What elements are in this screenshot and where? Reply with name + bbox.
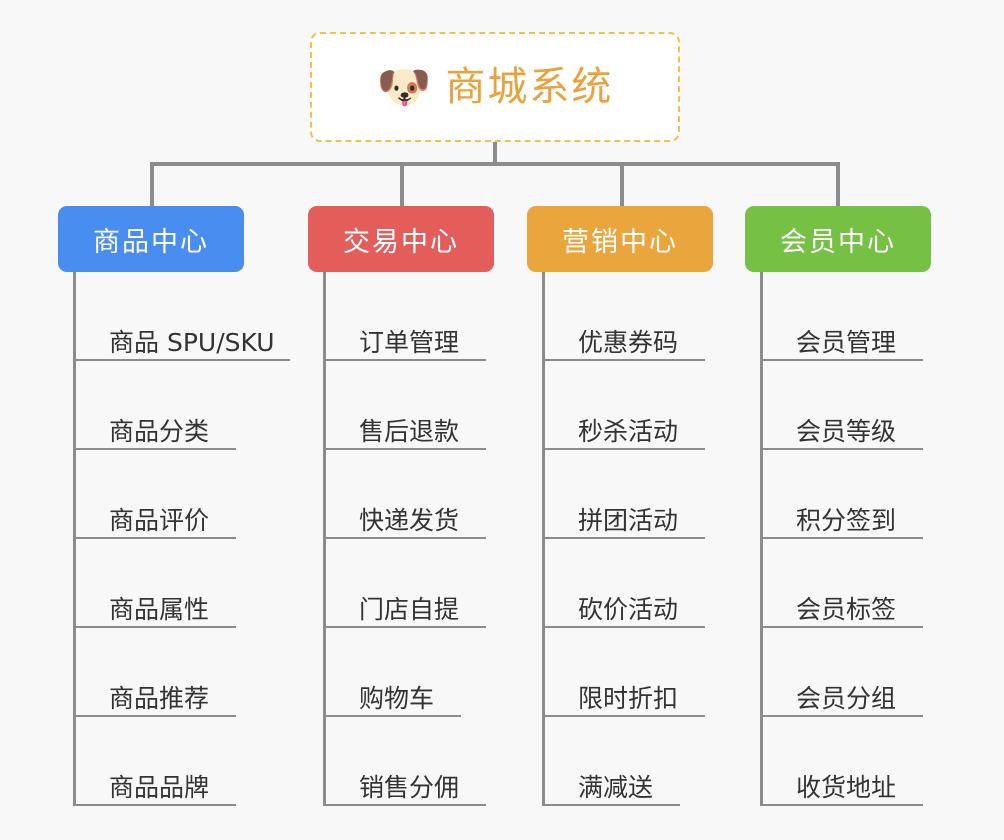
leaf-underline — [326, 359, 486, 361]
list-item[interactable]: 商品品牌 — [76, 717, 287, 806]
branch-drop-connector-4 — [836, 162, 840, 207]
leaf-label: 售后退款 — [359, 416, 460, 446]
leaf-label: 拼团活动 — [578, 505, 679, 535]
branch-bus-connector — [150, 162, 840, 166]
leaf-label: 满减送 — [578, 772, 654, 802]
leaf-label: 秒杀活动 — [578, 416, 679, 446]
list-item[interactable]: 满减送 — [545, 717, 713, 806]
list-item[interactable]: 商品属性 — [76, 539, 287, 628]
leaf-label: 积分签到 — [796, 505, 897, 535]
leaf-underline — [763, 626, 923, 628]
list-item[interactable]: 会员分组 — [763, 628, 931, 717]
leaf-label: 会员分组 — [796, 683, 897, 713]
leaf-underline — [326, 448, 486, 450]
leaf-label: 购物车 — [359, 683, 435, 713]
list-item[interactable]: 秒杀活动 — [545, 361, 713, 450]
branch-head-product-center[interactable]: 商品中心 — [58, 206, 244, 272]
leaf-underline — [545, 804, 680, 806]
list-item[interactable]: 商品推荐 — [76, 628, 287, 717]
branch-marketing-center: 营销中心 优惠券码 秒杀活动 拼团活动 砍价活动 限时折扣 — [527, 206, 713, 806]
leaf-label: 优惠券码 — [578, 327, 679, 357]
list-item[interactable]: 快递发货 — [326, 450, 494, 539]
branch-member-center: 会员中心 会员管理 会员等级 积分签到 会员标签 会员分组 — [745, 206, 931, 806]
list-item[interactable]: 收货地址 — [763, 717, 931, 806]
branch-head-trade-center[interactable]: 交易中心 — [308, 206, 494, 272]
leaf-underline — [76, 448, 236, 450]
branch-head-label: 营销中心 — [562, 226, 678, 258]
list-item[interactable]: 会员管理 — [763, 272, 931, 361]
list-item[interactable]: 销售分佣 — [326, 717, 494, 806]
leaf-label: 商品评价 — [109, 505, 210, 535]
leaf-underline — [545, 448, 705, 450]
leaf-underline — [545, 537, 705, 539]
list-item[interactable]: 积分签到 — [763, 450, 931, 539]
leaf-list-trade-center: 订单管理 售后退款 快递发货 门店自提 购物车 销售分佣 — [323, 272, 494, 806]
leaf-label: 会员等级 — [796, 416, 897, 446]
leaf-label: 订单管理 — [359, 327, 460, 357]
leaf-underline — [76, 804, 236, 806]
leaf-underline — [545, 359, 705, 361]
leaf-label: 砍价活动 — [578, 594, 679, 624]
leaf-underline — [763, 715, 923, 717]
list-item[interactable]: 商品 SPU/SKU — [76, 272, 290, 361]
leaf-underline — [326, 715, 461, 717]
leaf-underline — [763, 537, 923, 539]
list-item[interactable]: 限时折扣 — [545, 628, 713, 717]
leaf-label: 商品属性 — [109, 594, 210, 624]
branch-head-marketing-center[interactable]: 营销中心 — [527, 206, 713, 272]
leaf-label: 商品 SPU/SKU — [109, 327, 275, 357]
root-node-label: 商城系统 — [445, 64, 614, 110]
branch-drop-connector-1 — [150, 162, 154, 207]
dog-face-icon: 🐶 — [376, 62, 432, 113]
leaf-underline — [545, 626, 705, 628]
leaf-list-product-center: 商品 SPU/SKU 商品分类 商品评价 商品属性 商品推荐 商品品牌 — [73, 272, 290, 806]
leaf-label: 会员管理 — [796, 327, 897, 357]
leaf-list-member-center: 会员管理 会员等级 积分签到 会员标签 会员分组 收货地址 — [760, 272, 931, 806]
list-item[interactable]: 商品评价 — [76, 450, 287, 539]
leaf-label: 门店自提 — [359, 594, 460, 624]
list-item[interactable]: 会员标签 — [763, 539, 931, 628]
leaf-label: 会员标签 — [796, 594, 897, 624]
leaf-label: 快递发货 — [359, 505, 460, 535]
root-node[interactable]: 🐶 商城系统 — [310, 32, 680, 142]
leaf-underline — [326, 804, 486, 806]
branch-drop-connector-2 — [400, 162, 404, 207]
leaf-underline — [76, 359, 290, 361]
leaf-underline — [763, 359, 923, 361]
branch-trade-center: 交易中心 订单管理 售后退款 快递发货 门店自提 购物车 — [308, 206, 494, 806]
leaf-label: 销售分佣 — [359, 772, 460, 802]
leaf-underline — [76, 715, 236, 717]
list-item[interactable]: 售后退款 — [326, 361, 494, 450]
leaf-label: 收货地址 — [796, 772, 897, 802]
list-item[interactable]: 砍价活动 — [545, 539, 713, 628]
branch-head-label: 商品中心 — [93, 226, 209, 258]
leaf-list-marketing-center: 优惠券码 秒杀活动 拼团活动 砍价活动 限时折扣 满减送 — [542, 272, 713, 806]
branch-head-member-center[interactable]: 会员中心 — [745, 206, 931, 272]
leaf-underline — [326, 537, 486, 539]
list-item[interactable]: 订单管理 — [326, 272, 494, 361]
branch-drop-connector-3 — [620, 162, 624, 207]
leaf-underline — [763, 448, 923, 450]
list-item[interactable]: 购物车 — [326, 628, 494, 717]
leaf-label: 商品推荐 — [109, 683, 210, 713]
leaf-label: 商品分类 — [109, 416, 210, 446]
branch-product-center: 商品中心 商品 SPU/SKU 商品分类 商品评价 商品属性 商品推荐 — [58, 206, 290, 806]
list-item[interactable]: 门店自提 — [326, 539, 494, 628]
branch-head-label: 会员中心 — [780, 226, 896, 258]
leaf-label: 商品品牌 — [109, 772, 210, 802]
leaf-underline — [76, 626, 236, 628]
leaf-underline — [76, 537, 236, 539]
list-item[interactable]: 商品分类 — [76, 361, 287, 450]
list-item[interactable]: 优惠券码 — [545, 272, 713, 361]
list-item[interactable]: 拼团活动 — [545, 450, 713, 539]
branch-head-label: 交易中心 — [343, 226, 459, 258]
list-item[interactable]: 会员等级 — [763, 361, 931, 450]
root-stem-connector — [493, 142, 497, 164]
leaf-label: 限时折扣 — [578, 683, 679, 713]
leaf-underline — [763, 804, 923, 806]
leaf-underline — [326, 626, 486, 628]
leaf-underline — [545, 715, 705, 717]
